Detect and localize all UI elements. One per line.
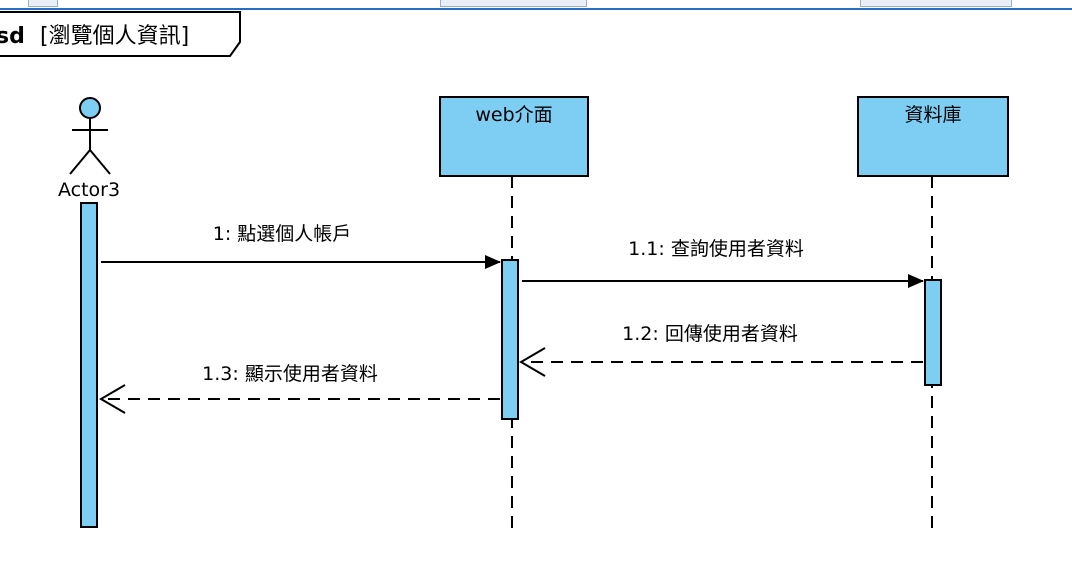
lifeline-web-title: web介面 [475, 104, 552, 126]
frame-label: sd [瀏覽個人資訊] [0, 11, 241, 57]
toolbar-segment [440, 0, 587, 7]
toolbar-segment [860, 0, 1012, 7]
window-top-bar [0, 0, 1072, 10]
lifeline-db-title: 資料庫 [904, 104, 961, 126]
frame-keyword: sd [0, 24, 25, 49]
message-1-3-label: 1.3: 顯示使用者資料 [202, 363, 378, 385]
db-activation-bar[interactable] [924, 279, 942, 386]
web-activation-bar[interactable] [501, 259, 519, 420]
message-1-2-label: 1.2: 回傳使用者資料 [622, 323, 798, 345]
lifeline-db-box[interactable] [857, 96, 1009, 177]
message-1-3-arrowhead-icon [99, 384, 126, 414]
message-1-1-label: 1.1: 查詢使用者資料 [628, 238, 804, 260]
message-1-2-arrowhead-icon [519, 347, 546, 377]
message-1-label: 1: 點選個人帳戶 [213, 223, 352, 245]
actor-name: Actor3 [58, 179, 120, 201]
toolbar-segment [28, 0, 58, 7]
actor-figure-icon[interactable] [69, 97, 111, 175]
lifeline-web-box[interactable] [439, 96, 589, 177]
actor-activation-bar[interactable] [80, 202, 98, 528]
frame-name: [瀏覽個人資訊] [40, 24, 189, 49]
